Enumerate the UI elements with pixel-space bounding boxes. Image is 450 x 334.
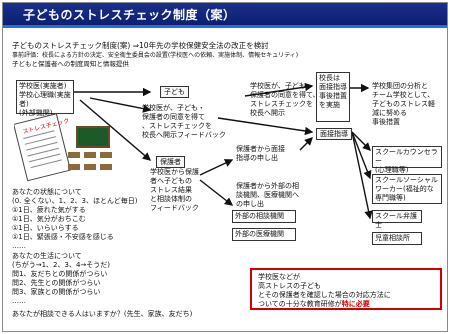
- guardian-note-line5: フィードバック: [150, 204, 199, 212]
- node-guardian-note: 学校医から保護 者へ子どもの ストレス結果 と相談体制の フィードバック: [150, 168, 199, 213]
- callout-line2: 高ストレスの子ども: [258, 282, 321, 290]
- guardian-consult-line2: 指導の申し出: [236, 154, 278, 162]
- node-school-doctor-line3: (外部機関): [19, 109, 53, 117]
- training-callout: 学校医などが 高ストレスの子ども とその保護者を確認した場合の対応方法に ついて…: [250, 268, 442, 310]
- principal-line2: 面接指導: [319, 83, 347, 91]
- life-item-2: 問2、先生との関係がつらい: [12, 279, 101, 287]
- school-social-line2: ワーカー(福祉的な: [375, 185, 434, 193]
- node-external-consult: 保護者から外部の相 談機関、医療機関へ の申し出: [236, 182, 299, 209]
- life-scale: (ちがう→1、2、3、4→そうだ): [12, 261, 111, 269]
- guardian-consult-line1: 保護者から面接: [236, 145, 285, 153]
- guardian-note-line1: 学校医から保護: [150, 168, 199, 176]
- node-child-guidance: 児童相談所: [372, 232, 422, 245]
- doctor-to-child-line2: 保護者の同意を得て、: [250, 91, 320, 99]
- life-item-1: 問1、友だちとの関係がつらい: [12, 270, 108, 278]
- slide-title: 子どものストレスチェック制度（案）: [23, 8, 236, 22]
- school-social-line3: 専門職等): [375, 194, 406, 202]
- state-scale: (0. 全くない、1、2、3、ほとんど毎日): [12, 197, 138, 205]
- guardian-note-line4: と相談体制の: [150, 195, 192, 203]
- slide-header: 子どものストレスチェック制度（案）: [3, 3, 447, 28]
- guardian-note-line2: 者へ子どもの: [150, 177, 192, 185]
- node-school-doctor-line2: 学校心理職(実施者): [19, 91, 71, 108]
- external-consult-line2: 談機関、医療機関へ: [236, 191, 299, 199]
- node-school-social: スクールソーシャル ワーカー(福祉的な 専門職等): [372, 174, 442, 204]
- guardian-note-line3: ストレス結果: [150, 186, 192, 194]
- node-school-counselor: スクールカウンセラー (心理職等): [372, 146, 442, 174]
- doctor-to-child-line1: 学校医が、子ども・: [250, 82, 313, 90]
- intro-emphasis: 10年先: [139, 41, 164, 50]
- intro-line-3: 子どもと保護者への制度周知と情報提供: [12, 60, 129, 68]
- callout-line4: ついての十分な教育研修が特に必要: [258, 300, 434, 309]
- doctor-feedback-line2: 保護者の同意を得て: [142, 113, 205, 121]
- school-analysis-line5: 事後措置: [372, 118, 400, 126]
- life-heading: あなたの生活について: [12, 252, 82, 260]
- principal-line4: を実施: [319, 101, 340, 109]
- life-item-3: 問3、家族との関係がつらい: [12, 288, 101, 296]
- intro-line1-prefix: 子どものストレスチェック制度(案) ⇒: [12, 41, 140, 50]
- node-instruction: 面接指導: [316, 128, 352, 140]
- external-consult-line1: 保護者から外部の相: [236, 182, 299, 190]
- node-school-doctor: 学校医(実施者) 学校心理職(実施者) (外部機関): [16, 80, 74, 117]
- state-item-2: ①1日、気分がおちこむ: [12, 215, 86, 223]
- node-external-org: 外部の相談機関: [232, 210, 296, 223]
- node-external-med: 外部の医療機関: [232, 228, 296, 241]
- footer-question: あなたが相談できる人はいますか？(先生、家族、友だち): [12, 310, 193, 318]
- slide-frame: 子どものストレスチェック制度（案）: [2, 2, 448, 332]
- node-guardian-consult: 保護者から面接 指導の申し出: [236, 145, 285, 163]
- doctor-feedback-line4: 校長へ開示フィードバック: [142, 131, 226, 139]
- school-analysis-line3: 子どものストレス軽: [372, 100, 435, 108]
- principal-line3: 事後措置: [319, 92, 347, 100]
- state-item-3: ①1日、いらいらする: [12, 224, 79, 232]
- callout-line1: 学校医などが: [258, 273, 300, 281]
- doctor-to-child-line3: ストレスチェックを: [250, 100, 313, 108]
- node-school-doctor-line1: 学校医(実施者): [19, 82, 67, 90]
- state-item-4: ①1日、緊張感・不安感を感じる: [12, 233, 114, 241]
- blackboard-icon: [76, 126, 110, 148]
- state-item-1: ①1日、疲れた気がする: [12, 206, 86, 214]
- external-consult-line3: の申し出: [236, 200, 264, 208]
- school-social-line1: スクールソーシャル: [375, 176, 438, 184]
- school-analysis-line4: 減に努める: [372, 109, 407, 117]
- state-dots: ……: [12, 242, 26, 250]
- intro-line-1: 子どものストレスチェック制度(案) ⇒10年先の学校保健安全法の改正を検討: [12, 41, 269, 50]
- callout-line4-prefix: ついての十分な教育研修が: [258, 300, 342, 308]
- header-stripe: [3, 25, 447, 28]
- node-doctor-to-child: 学校医が、子ども・ 保護者の同意を得て、 ストレスチェックを 校長へ開示: [250, 82, 320, 118]
- doctor-feedback-line3: 、ストレスチェックを: [142, 122, 212, 130]
- life-dots: ……: [12, 297, 26, 305]
- school-counselor-line2: (心理職等): [375, 166, 409, 174]
- principal-line1: 校長は: [319, 74, 340, 82]
- callout-line3: とその保護者を確認した場合の対応方法に: [258, 291, 391, 299]
- node-child: 子ども: [160, 86, 189, 98]
- stress-check-sheet-illustration: [14, 113, 71, 182]
- classroom-desks-icon: [68, 152, 112, 170]
- doctor-feedback-line1: 学校医が、子ども・: [142, 104, 205, 112]
- state-heading: あなたの状態について: [12, 188, 82, 196]
- node-principal: 校長は 面接指導 事後措置 を実施: [316, 72, 350, 122]
- intro-line1-suffix: の学校保健安全法の改正を検討: [163, 41, 269, 50]
- school-analysis-line1: 学校集団の分析と: [372, 82, 428, 90]
- node-school-lawyer: スクール弁護士: [372, 210, 422, 229]
- doctor-to-child-line4: 校長へ開示: [250, 109, 285, 117]
- node-guardian: 保護者: [156, 156, 185, 168]
- node-school-analysis: 学校集団の分析と チーム学校として、 子どものストレス軽 減に努める 事後措置: [372, 82, 435, 127]
- school-counselor-line1: スクールカウンセラー: [375, 148, 438, 165]
- callout-emphasis: 特に必要: [341, 300, 370, 308]
- intro-line-2: 事前評価：校長による方針の決定、安全衛生委員会の設置(学校医への依頼、実施体制、…: [12, 52, 299, 59]
- node-doctor-feedback: 学校医が、子ども・ 保護者の同意を得て 、ストレスチェックを 校長へ開示フィード…: [142, 104, 226, 140]
- school-analysis-line2: チーム学校として、: [372, 91, 435, 99]
